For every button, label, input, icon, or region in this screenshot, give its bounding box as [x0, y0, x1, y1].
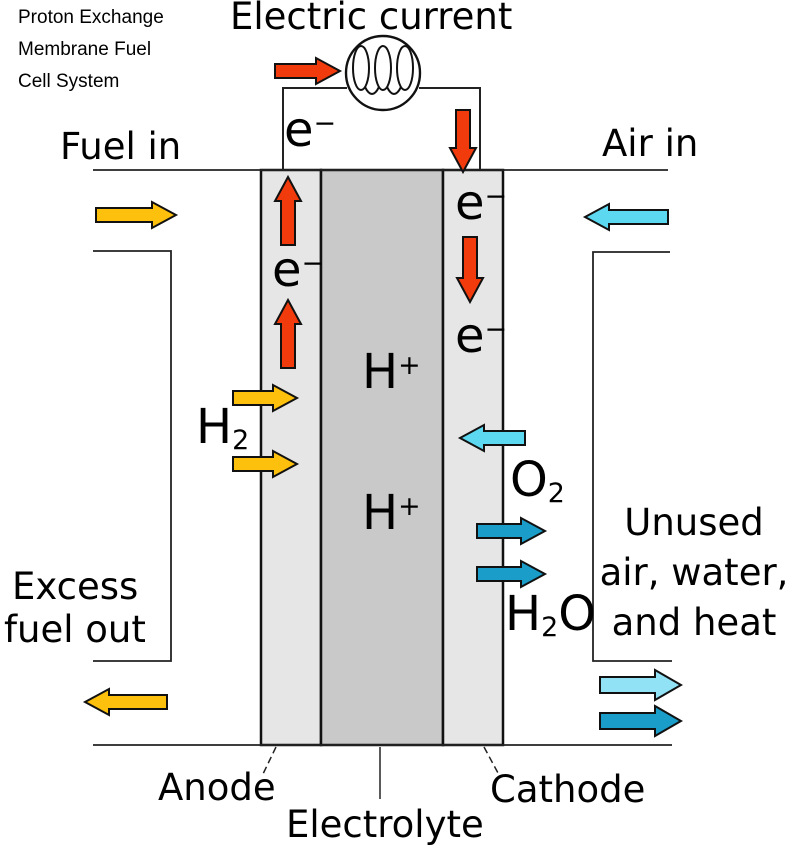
exhaust-arrow-dark	[599, 704, 684, 738]
electrolyte-layer	[319, 168, 445, 747]
electron-label-cathode-2: e−	[455, 308, 508, 364]
oxygen-label: O2	[510, 452, 565, 509]
water-label: H2O	[505, 586, 596, 643]
unused-out-label: Unused air, water, and heat	[588, 498, 800, 648]
unused-out-line-2: air, water,	[599, 551, 789, 594]
electron-arrow-up-1	[273, 174, 303, 246]
left-channel-wall	[93, 250, 172, 662]
anode-leader-line	[262, 746, 277, 775]
electron-arrow-up-2	[273, 297, 303, 369]
circuit-wire-right	[419, 87, 481, 170]
proton-label-2: H+	[362, 485, 421, 541]
h2-arrow-1	[232, 383, 300, 413]
air-in-label: Air in	[602, 122, 699, 165]
cathode-leader-line	[483, 746, 499, 774]
electric-current-label: Electric current	[230, 0, 513, 38]
system-title-line-1: Proton Exchange	[18, 7, 164, 28]
electrolyte-label: Electrolyte	[286, 803, 484, 846]
electron-arrow-down-cathode	[455, 236, 485, 305]
air-in-arrow	[582, 202, 669, 232]
fuel-in-arrow	[95, 200, 179, 230]
right-channel-wall	[592, 251, 672, 662]
system-title-line-3: Cell System	[18, 71, 120, 92]
electron-arrow-down-wire	[448, 109, 478, 175]
unused-out-line-1: Unused	[624, 501, 764, 544]
fuel-in-label: Fuel in	[60, 125, 182, 168]
electron-label-anode: e−	[272, 242, 325, 298]
excess-fuel-out-line-1: Excess	[12, 565, 139, 608]
system-title-line-2: Membrane Fuel	[18, 39, 152, 60]
fuel-out-arrow	[82, 687, 168, 717]
h2o-arrow-2	[476, 559, 548, 589]
electron-label-cathode-1: e−	[455, 175, 508, 231]
exhaust-arrow-light	[599, 668, 684, 702]
o2-arrow	[457, 423, 526, 453]
electron-label-wire: e−	[284, 102, 337, 158]
circuit-wire-left	[282, 87, 347, 170]
proton-label-1: H+	[362, 344, 421, 400]
hydrogen-label: H2	[196, 399, 250, 456]
anode-label: Anode	[158, 766, 276, 809]
cathode-label: Cathode	[490, 768, 646, 811]
unused-out-line-3: and heat	[611, 601, 777, 644]
h2o-arrow-1	[476, 516, 548, 546]
load-coil-icon	[344, 34, 422, 112]
h2-arrow-2	[232, 449, 300, 479]
current-arrow-right	[274, 56, 343, 86]
excess-fuel-out-line-2: fuel out	[4, 608, 146, 651]
